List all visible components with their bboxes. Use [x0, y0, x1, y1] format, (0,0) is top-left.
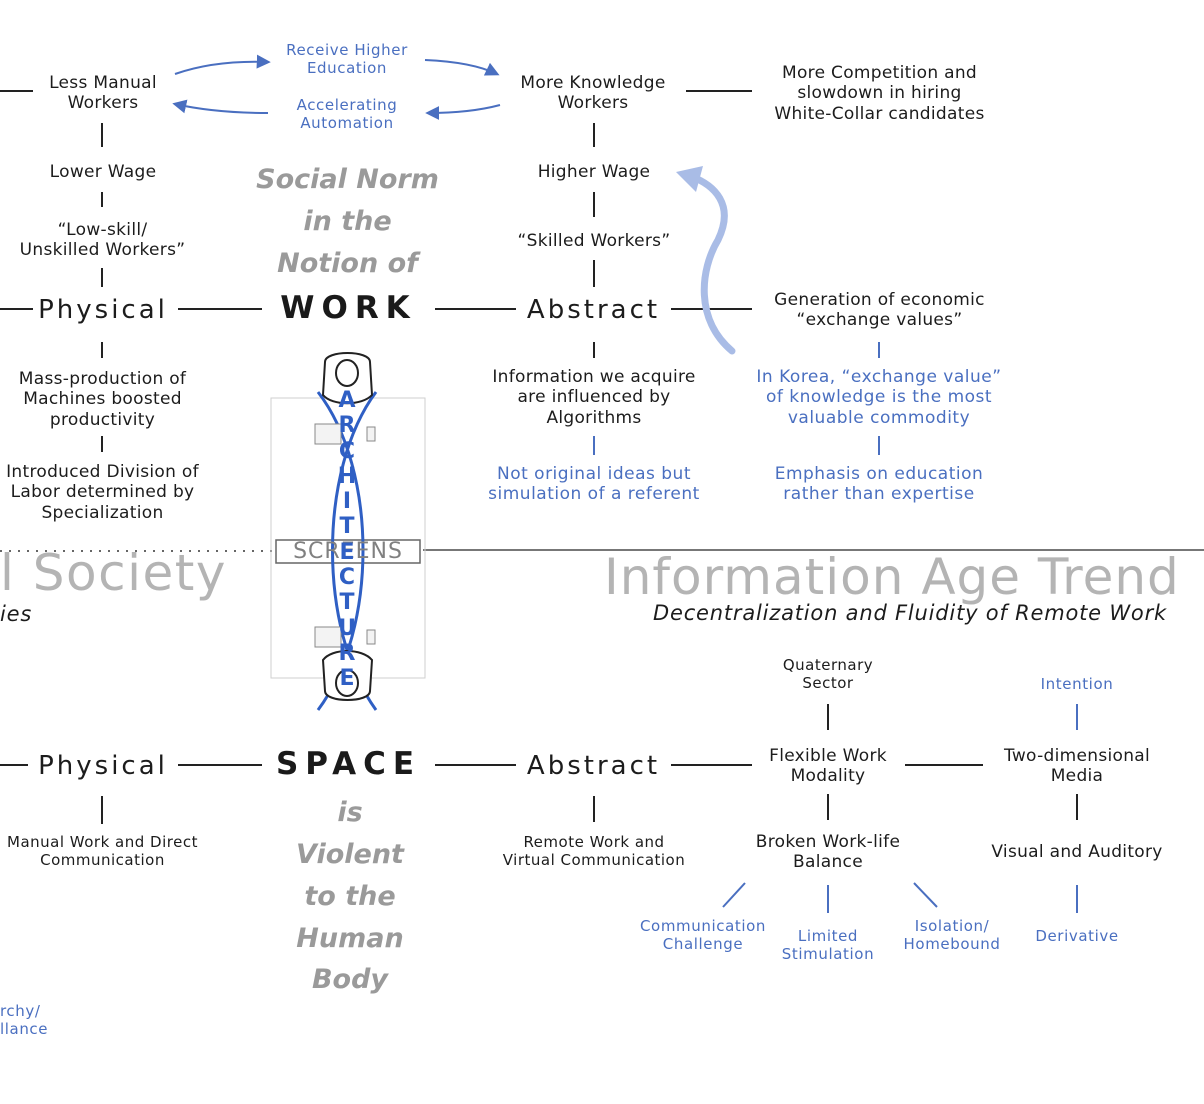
violent-to-body-heading: is Violent to the Human Body [296, 797, 404, 996]
limited-stimulation-node: Limited Stimulation [781, 927, 875, 963]
architecture-letter: R [338, 413, 356, 439]
accelerating-automation-node: Accelerating Automation [296, 96, 398, 132]
flexible-work-node: Flexible Work Modality [769, 746, 887, 787]
space-title: SPACE [275, 746, 422, 782]
social-norm-heading: Social Norm in the Notion of [256, 164, 439, 280]
algorithms-node: Information we acquire are influenced by… [492, 367, 696, 428]
society-fragment-title: l Society [0, 544, 227, 602]
society-fragment-subtitle: ies [0, 602, 33, 626]
screens-label: SCREENS [293, 539, 403, 564]
manual-work-node: Manual Work and Direct Communication [7, 833, 198, 869]
broken-work-life-node: Broken Work-life Balance [755, 832, 901, 873]
hierarchy-fragment: rchy/ llance [0, 1002, 49, 1038]
architecture-letter: H [337, 463, 357, 489]
architecture-letter: U [338, 615, 356, 641]
communication-challenge-node: Communication Challenge [639, 917, 767, 953]
architecture-letter: E [339, 539, 355, 565]
skilled-workers-node: “Skilled Workers” [517, 231, 671, 251]
architecture-letter: T [339, 590, 355, 616]
space-abstract-label: Abstract [526, 751, 661, 781]
derivative-node: Derivative [1035, 927, 1119, 945]
work-abstract-label: Abstract [526, 295, 661, 325]
architecture-letter: E [339, 666, 355, 692]
lower-wage-node: Lower Wage [49, 162, 157, 182]
quaternary-sector-node: Quaternary Sector [782, 656, 874, 692]
more-knowledge-workers-node: More Knowledge Workers [520, 73, 666, 114]
low-skill-node: “Low-skill/ Unskilled Workers” [19, 220, 186, 261]
architecture-letter: A [338, 388, 356, 413]
architecture-letter: T [339, 514, 355, 540]
higher-wage-node: Higher Wage [537, 162, 651, 182]
architecture-letter: C [338, 565, 356, 591]
division-of-labor-node: Introduced Division of Labor determined … [6, 462, 199, 523]
visual-auditory-node: Visual and Auditory [991, 842, 1163, 862]
emphasis-education-node: Emphasis on education rather than expert… [774, 464, 984, 505]
architecture-letter: I [342, 489, 352, 515]
architecture-letter: R [338, 640, 356, 666]
intention-node: Intention [1040, 675, 1114, 693]
work-title: WORK [280, 290, 417, 326]
less-manual-workers-node: Less Manual Workers [49, 73, 157, 114]
korea-exchange-value-node: In Korea, “exchange value” of knowledge … [756, 367, 1002, 428]
generation-exchange-values-node: Generation of economic “exchange values” [774, 290, 985, 331]
isolation-homebound-node: Isolation/ Homebound [903, 917, 1001, 953]
trend-subtitle: Decentralization and Fluidity of Remote … [653, 601, 1167, 625]
receive-higher-education-node: Receive Higher Education [286, 41, 408, 77]
more-competition-node: More Competition and slowdown in hiring … [774, 63, 985, 124]
remote-work-node: Remote Work and Virtual Communication [502, 833, 686, 869]
mass-production-node: Mass-production of Machines boosted prod… [18, 369, 187, 430]
trend-title: Information Age Trend [604, 548, 1180, 606]
not-original-ideas-node: Not original ideas but simulation of a r… [488, 464, 700, 505]
architecture-letter: C [338, 438, 356, 464]
two-dimensional-media-node: Two-dimensional Media [1003, 746, 1151, 787]
space-physical-label: Physical [38, 751, 168, 781]
work-physical-label: Physical [38, 295, 168, 325]
